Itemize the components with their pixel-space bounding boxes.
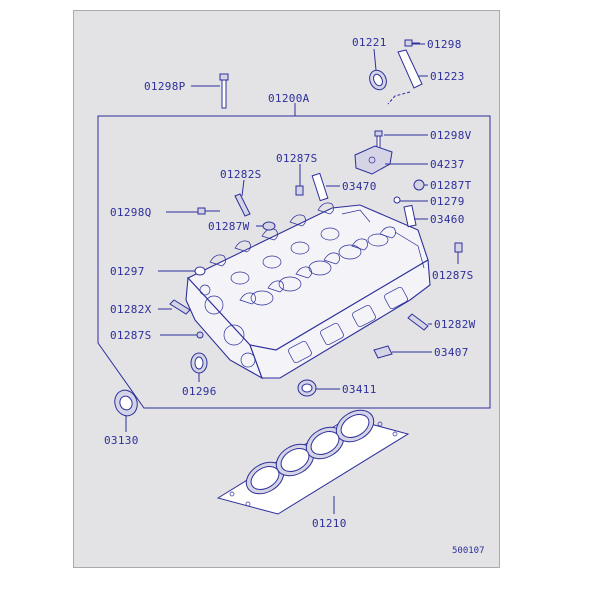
label-01287T: 01287T xyxy=(430,179,472,192)
label-03130: 03130 xyxy=(104,434,139,447)
plug-01287S-top xyxy=(295,185,304,196)
label-01279: 01279 xyxy=(430,195,465,208)
tube-03460 xyxy=(403,204,417,228)
oil-seal-01221 xyxy=(369,69,387,91)
label-01210: 01210 xyxy=(312,517,347,530)
label-01287S-left: 01287S xyxy=(110,329,152,342)
seal-01297 xyxy=(194,266,206,276)
label-01298Q: 01298Q xyxy=(110,206,152,219)
assembly-boundary xyxy=(97,115,491,409)
label-01200A: 01200A xyxy=(268,92,310,105)
label-01223: 01223 xyxy=(430,70,465,83)
head-gasket-01210 xyxy=(216,409,410,515)
label-01282S: 01282S xyxy=(220,168,262,181)
label-01287W: 01287W xyxy=(208,220,250,233)
label-03470: 03470 xyxy=(342,180,377,193)
label-04237: 04237 xyxy=(430,158,465,171)
leader-lines xyxy=(125,43,459,514)
oil-seal-01296 xyxy=(190,352,208,374)
label-01282X: 01282X xyxy=(110,303,152,316)
plug-01287W xyxy=(262,221,276,231)
label-01298V: 01298V xyxy=(430,129,472,142)
label-03460: 03460 xyxy=(430,213,465,226)
tube-03470 xyxy=(311,172,329,202)
seal-03130 xyxy=(114,389,138,417)
stud-01282X xyxy=(169,299,191,315)
bracket-01223 xyxy=(397,49,423,89)
label-01298: 01298 xyxy=(427,38,462,51)
plug-01287S-right xyxy=(454,242,463,253)
label-01287S-top: 01287S xyxy=(276,152,318,165)
pin-01279 xyxy=(393,196,401,204)
plug-01287S-left xyxy=(196,331,204,339)
bolt-01298Q xyxy=(197,207,220,215)
cylinder-head xyxy=(185,202,431,380)
label-01282W: 01282W xyxy=(434,318,476,331)
bolt-01298P xyxy=(219,73,229,109)
label-03411: 03411 xyxy=(342,383,377,396)
gasket-03411 xyxy=(297,379,317,397)
drawing-code: 500107 xyxy=(452,546,485,556)
stud-01282S xyxy=(234,193,251,217)
insert-03407 xyxy=(373,345,393,359)
label-01296: 01296 xyxy=(182,385,217,398)
cap-01287T xyxy=(413,179,425,191)
label-01287S-right: 01287S xyxy=(432,269,474,282)
label-01298P: 01298P xyxy=(144,80,186,93)
bolt-01298 xyxy=(404,39,420,47)
housing-04237 xyxy=(354,145,393,175)
label-01297: 01297 xyxy=(110,265,145,278)
label-01221: 01221 xyxy=(352,36,387,49)
stud-01282W xyxy=(407,313,429,331)
label-03407: 03407 xyxy=(434,346,469,359)
